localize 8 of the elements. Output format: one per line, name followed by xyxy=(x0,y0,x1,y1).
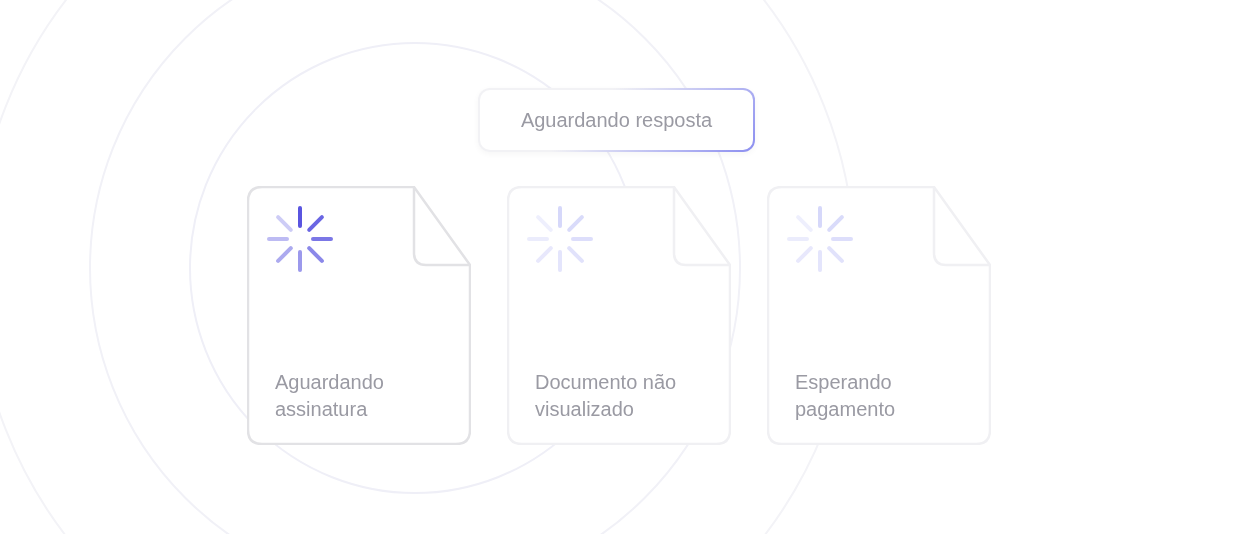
document-card xyxy=(507,186,731,445)
card-label: Documento não visualizado xyxy=(535,370,678,422)
document-card xyxy=(767,186,991,445)
badge-label: Aguardando resposta xyxy=(520,108,713,132)
document-card xyxy=(247,186,471,445)
card-label: Aguardando assinatura xyxy=(275,370,385,422)
card-label: Esperando pagamento xyxy=(795,370,897,422)
status-badge xyxy=(478,88,755,152)
